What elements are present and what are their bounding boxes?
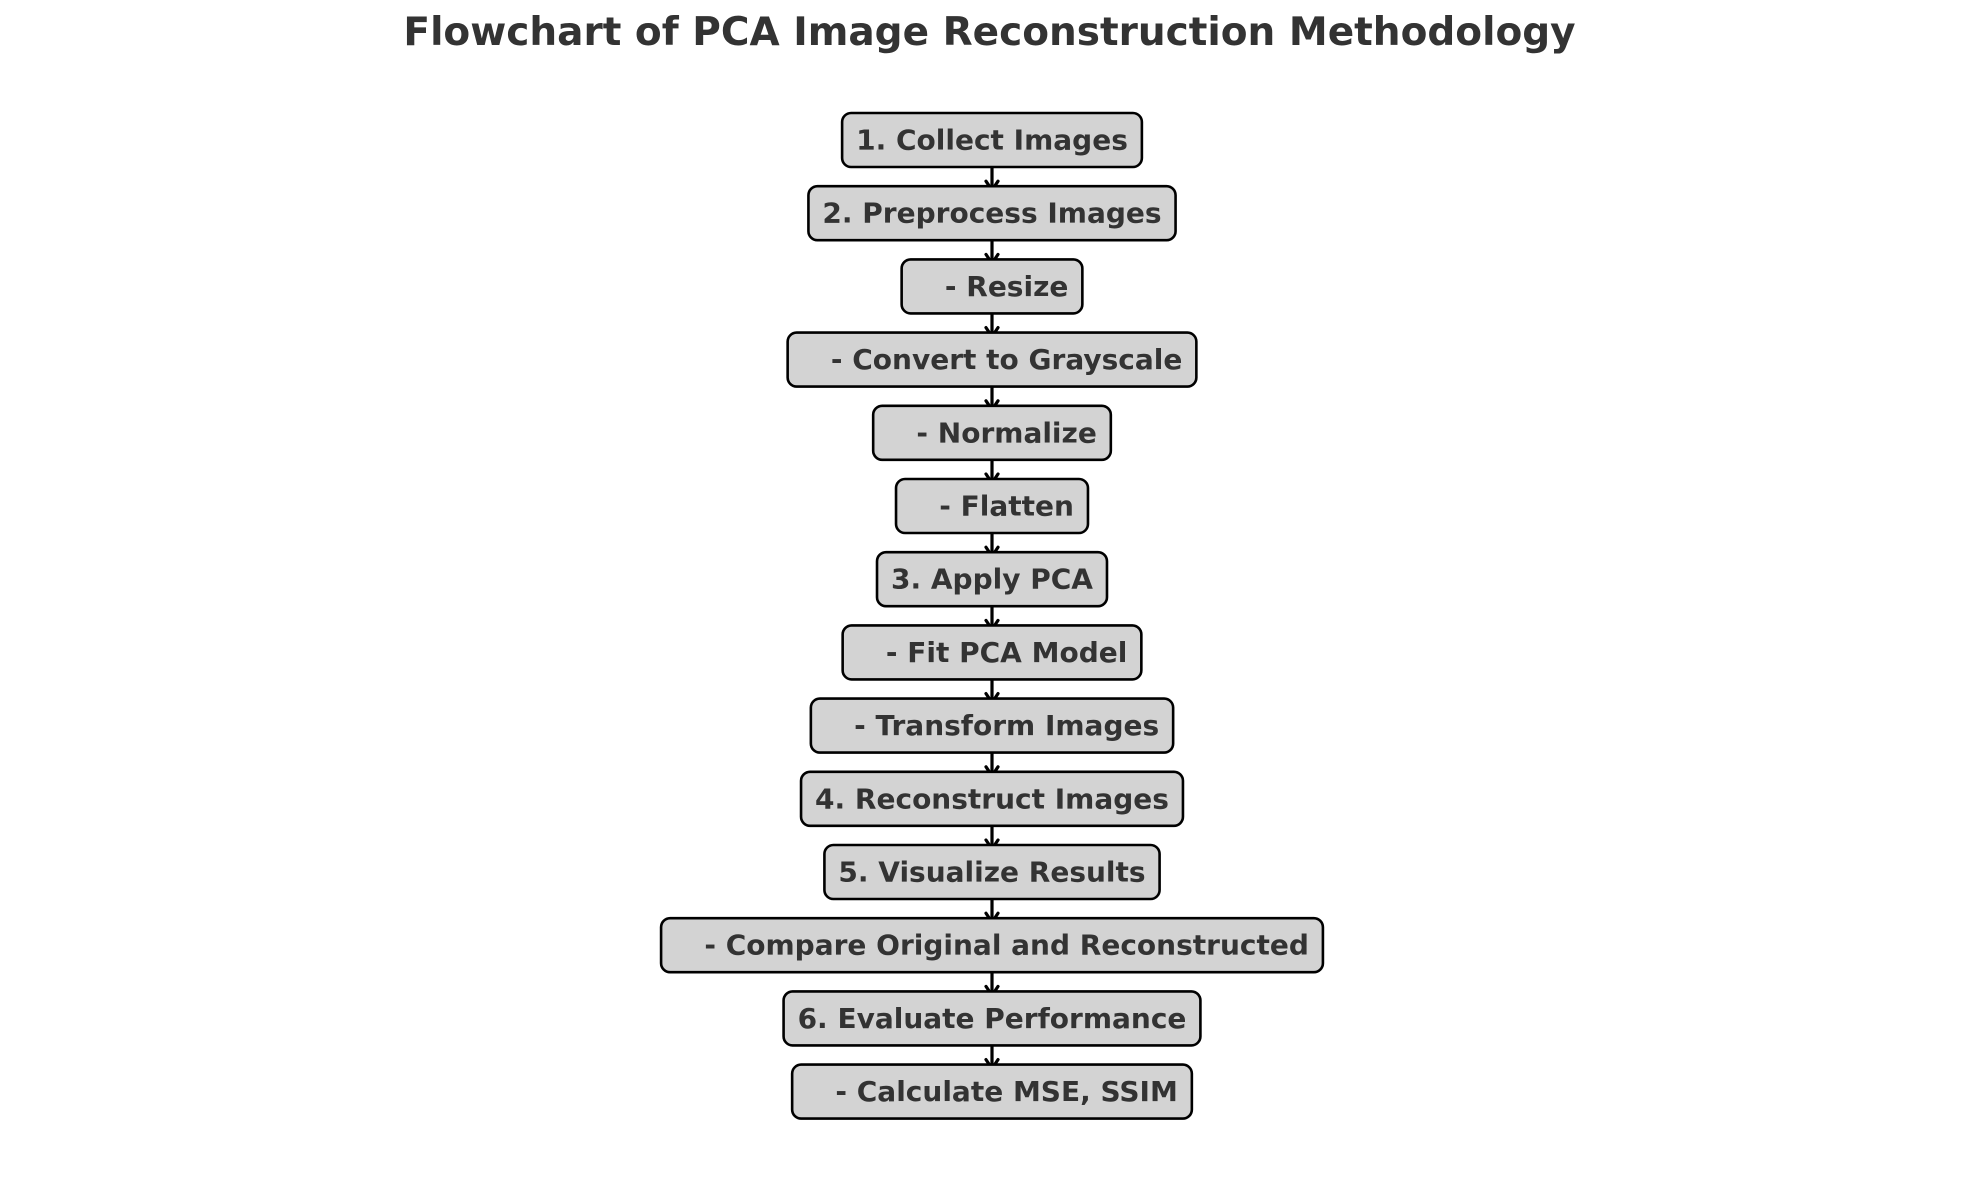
flow-node-box <box>823 843 1161 901</box>
flow-node-label: - Calculate MSE, SSIM <box>806 1075 1178 1108</box>
flow-node: - Normalize <box>871 404 1113 462</box>
flow-node: 2. Preprocess Images <box>807 184 1177 242</box>
flow-node-label: - Flatten <box>910 490 1074 523</box>
flow-node-label: - Transform Images <box>825 709 1159 742</box>
flow-node-box <box>809 697 1175 754</box>
flow-node: 5. Visualize Results <box>823 843 1161 901</box>
flow-node-box <box>841 624 1143 681</box>
flow-node-label: 6. Evaluate Performance <box>798 1002 1187 1035</box>
flow-node-box <box>871 404 1113 462</box>
flow-node-box <box>807 184 1177 242</box>
nodes-layer: 1. Collect Images 2. Preprocess Images - … <box>659 111 1325 1120</box>
flow-node-box <box>799 770 1185 828</box>
flow-node-label: 1. Collect Images <box>856 124 1128 157</box>
flow-node: - Transform Images <box>809 697 1175 754</box>
flow-node-box <box>659 916 1325 974</box>
flow-node: - Calculate MSE, SSIM <box>790 1063 1194 1120</box>
flow-node: 6. Evaluate Performance <box>782 990 1202 1047</box>
flow-node-label: 2. Preprocess Images <box>822 197 1161 230</box>
flow-node: 1. Collect Images <box>840 111 1144 169</box>
flow-node-box <box>894 477 1090 535</box>
flow-node: 3. Apply PCA <box>875 550 1109 608</box>
flow-node: - Fit PCA Model <box>841 624 1143 681</box>
flow-node: - Flatten <box>894 477 1090 535</box>
flow-node-label: - Compare Original and Reconstructed <box>675 929 1309 962</box>
flow-node-box <box>875 550 1109 608</box>
flow-node-box <box>900 258 1084 315</box>
flow-node: - Convert to Grayscale <box>786 331 1198 388</box>
flow-node-label: - Normalize <box>887 416 1097 449</box>
flow-node: - Compare Original and Reconstructed <box>659 916 1325 974</box>
flow-node-box <box>790 1063 1194 1120</box>
diagram-title: Flowchart of PCA Image Reconstruction Me… <box>403 10 1576 55</box>
flow-node-label: - Convert to Grayscale <box>802 343 1183 376</box>
flow-node-label: - Resize <box>916 270 1069 303</box>
flow-node: 4. Reconstruct Images <box>799 770 1185 828</box>
flow-node: - Resize <box>900 258 1084 315</box>
flow-node-box <box>786 331 1198 388</box>
flow-node-box <box>840 111 1144 169</box>
flow-node-label: 5. Visualize Results <box>838 856 1145 889</box>
flow-node-box <box>782 990 1202 1047</box>
flow-node-label: 3. Apply PCA <box>891 563 1093 596</box>
flow-node-label: - Fit PCA Model <box>857 636 1128 669</box>
flow-node-label: 4. Reconstruct Images <box>815 782 1169 815</box>
